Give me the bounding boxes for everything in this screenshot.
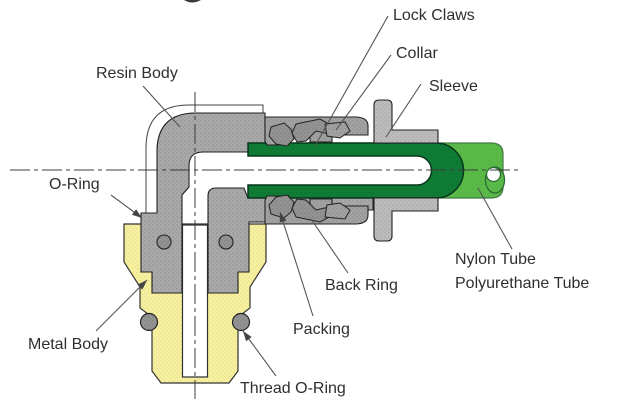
lock-claw-top-b (291, 118, 332, 143)
label-back-ring: Back Ring (325, 277, 398, 294)
o-ring-right-shape (218, 234, 234, 250)
arrow-packing (279, 212, 287, 223)
sleeve-top-shape (373, 99, 439, 144)
label-thread-o-ring: Thread O-Ring (240, 380, 346, 397)
resin-body-shape (140, 112, 266, 294)
leader-arrowheads (131, 209, 287, 342)
arrow-metal-body (137, 280, 147, 290)
back-ring-shape (291, 198, 332, 223)
label-sleeve: Sleeve (429, 78, 478, 95)
cropped-title-glyph (184, 0, 201, 3)
thread-o-ring-right-shape (231, 312, 251, 332)
resin-body-lower-arm-shape (207, 187, 374, 294)
sleeve-bottom-shape (373, 197, 439, 242)
label-nylon-tube: Nylon Tube (455, 251, 536, 268)
lock-claw-top-c (324, 121, 351, 139)
label-lock-claws: Lock Claws (393, 7, 475, 24)
leader-lock-claws (314, 15, 389, 147)
lock-claw-top-a (268, 122, 295, 147)
leader-collar (335, 54, 392, 131)
label-o-ring: O-Ring (49, 176, 100, 193)
leader-resin-body (142, 85, 181, 128)
leader-sleeve (385, 83, 422, 138)
label-metal-body: Metal Body (28, 336, 108, 353)
leader-metal-body (95, 279, 148, 332)
o-ring-left-shape (156, 234, 172, 250)
tube-end-bore (485, 166, 502, 183)
label-resin-body: Resin Body (96, 65, 178, 82)
leader-packing (279, 211, 314, 317)
label-packing: Packing (293, 321, 350, 338)
leader-back-ring (310, 218, 349, 274)
claw-bottom-c (324, 202, 351, 220)
leader-nylon-tube (477, 187, 513, 250)
label-polyurethane-tube: Polyurethane Tube (455, 275, 589, 292)
arrow-thread-o-ring (243, 331, 252, 342)
thread-o-ring-left-shape (139, 312, 159, 332)
arrow-o-ring (131, 209, 142, 218)
label-collar: Collar (396, 45, 438, 62)
packing-shape (268, 194, 295, 219)
